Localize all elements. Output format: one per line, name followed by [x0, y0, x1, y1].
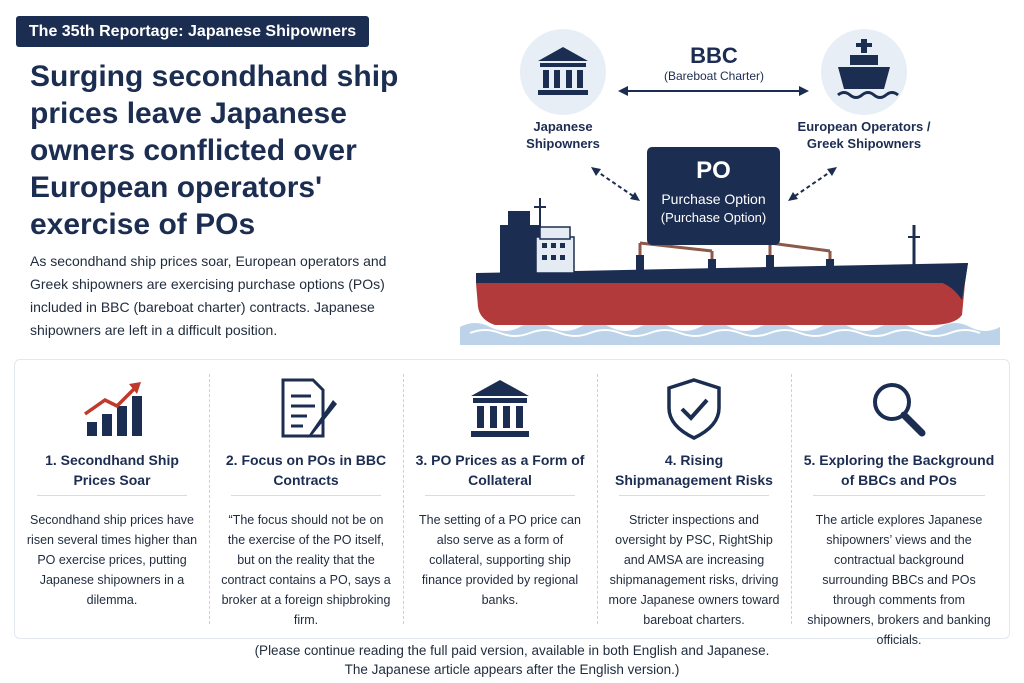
card-4-body: Stricter inspections and oversight by PS…	[608, 513, 780, 627]
card-1-title: 1. Secondhand Ship Prices Soar	[45, 452, 179, 488]
card-1-rule	[37, 495, 187, 496]
water-waves	[460, 323, 1000, 345]
ship-diagram-graphic	[460, 29, 1000, 345]
card-4-rule	[619, 495, 769, 496]
bank-icon	[403, 376, 597, 440]
ship-icon-right	[837, 39, 899, 99]
ship-hull-red	[476, 283, 965, 325]
magnifier-icon	[791, 376, 1007, 440]
footer-line-2: The Japanese article appears after the E…	[344, 662, 680, 677]
card-5-rule	[813, 495, 985, 496]
document-pen-icon	[209, 376, 403, 440]
bbc-subtitle: (Bareboat Charter)	[663, 69, 765, 83]
european-operators-label: European Operators / Greek Shipowners	[797, 119, 931, 151]
bbc-title: BBC	[690, 43, 738, 68]
card-3-title: 3. PO Prices as a Form of Collateral	[415, 452, 585, 488]
card-4-title: 4. Rising Shipmanagement Risks	[615, 452, 773, 488]
footer-note: (Please continue reading the full paid v…	[0, 641, 1024, 679]
ship-hull-navy	[476, 263, 968, 283]
po-line-1: Purchase Option	[661, 191, 766, 207]
card-divider	[209, 374, 210, 624]
card-divider	[791, 374, 792, 624]
card-focus-on-pos: 2. Focus on POs in BBC Contracts “The fo…	[209, 360, 403, 638]
bbc-po-illustration: BBC (Bareboat Charter) Japanese Shipowne…	[450, 15, 1020, 350]
rising-bar-chart-icon	[15, 376, 209, 440]
card-2-title: 2. Focus on POs in BBC Contracts	[225, 452, 387, 488]
card-3-body: The setting of a PO price can also serve…	[419, 513, 581, 607]
card-background-bbcs: 5. Exploring the Background of BBCs and …	[791, 360, 1007, 647]
card-secondhand-prices: 1. Secondhand Ship Prices Soar Secondhan…	[15, 360, 209, 638]
japanese-shipowners-label: Japanese Shipowners	[526, 119, 600, 151]
card-divider	[403, 374, 404, 624]
po-title: PO	[696, 157, 731, 184]
card-shipmanagement-risks: 4. Rising Shipmanagement Risks Stricter …	[597, 360, 791, 638]
card-1-body: Secondhand ship prices have risen severa…	[26, 513, 198, 607]
po-line-2: (Purchase Option)	[660, 210, 767, 225]
shield-check-icon	[597, 376, 791, 440]
card-divider	[597, 374, 598, 624]
card-po-collateral: 3. PO Prices as a Form of Collateral The…	[403, 360, 597, 638]
card-3-rule	[425, 495, 575, 496]
footer-line-1: (Please continue reading the full paid v…	[254, 643, 770, 658]
japanese-owner-circle	[520, 29, 606, 115]
headline: Surging secondhand ship prices leave Jap…	[30, 60, 399, 241]
card-2-rule	[231, 495, 381, 496]
card-2-body: “The focus should not be on the exercise…	[221, 513, 391, 627]
key-points-panel: 1. Secondhand Ship Prices Soar Secondhan…	[14, 359, 1010, 647]
intro-text: As secondhand ship prices soar, European…	[30, 253, 387, 338]
po-box: PO Purchase Option (Purchase Option)	[647, 147, 780, 245]
card-5-title: 5. Exploring the Background of BBCs and …	[803, 452, 995, 488]
reportage-badge: The 35th Reportage: Japanese Shipowners	[16, 16, 369, 47]
bank-icon-left	[538, 47, 588, 95]
card-5-body: The article explores Japanese shipowners…	[807, 513, 991, 647]
